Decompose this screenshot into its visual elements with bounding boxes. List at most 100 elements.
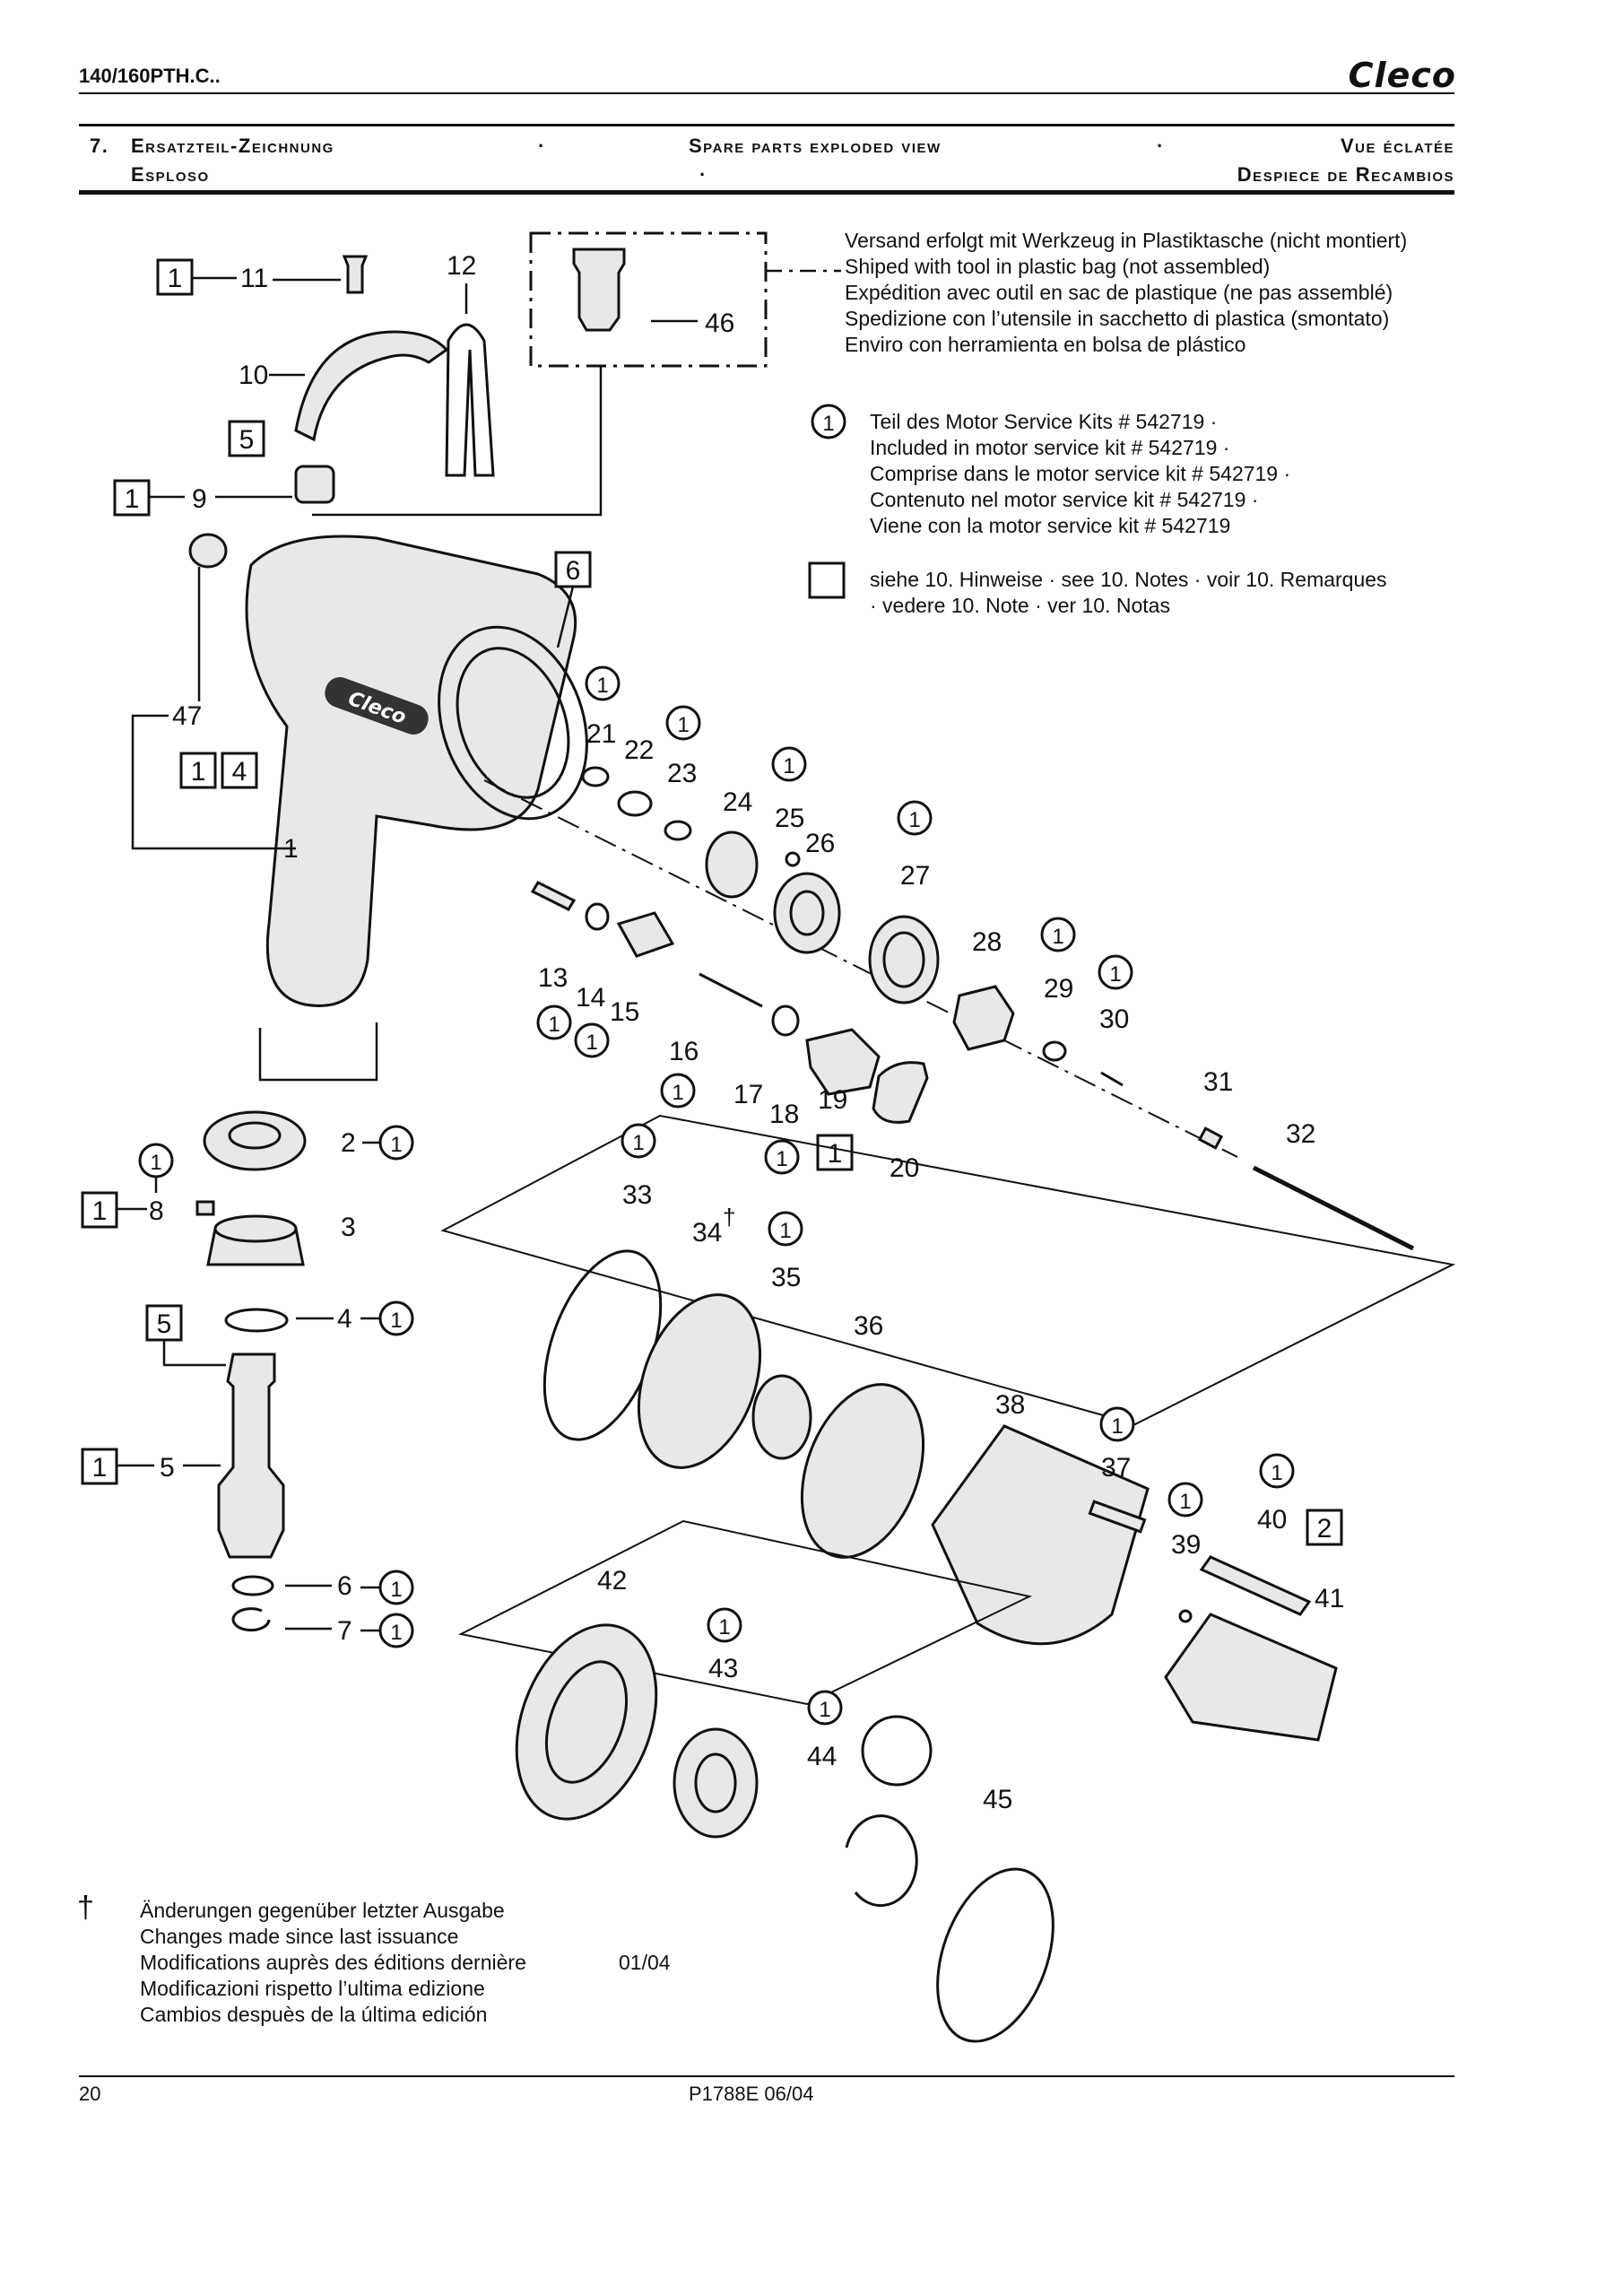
kit-badge: [897, 800, 933, 836]
kit-legend-line: Comprise dans le motor service kit # 542…: [870, 462, 1291, 485]
section-title-fr: Vue éclatée: [1340, 135, 1454, 157]
part-44-retaining-ring: [845, 1814, 918, 1908]
marker-box-1: [179, 752, 217, 789]
shipping-note-line: Shiped with tool in plastic bag (not ass…: [845, 255, 1271, 278]
part-44-detail: [861, 1715, 933, 1787]
label-33: 33: [622, 1180, 652, 1210]
label-15: 15: [610, 997, 639, 1027]
label-26: 26: [805, 829, 835, 858]
label-2: 2: [341, 1128, 356, 1158]
label-1: 1: [283, 834, 299, 864]
kit-legend-line: Viene con la motor service kit # 542719: [870, 514, 1231, 537]
assembly-axis: [483, 779, 1238, 1158]
part-26-inner: [789, 890, 825, 936]
part-20-trigger: [872, 1061, 929, 1124]
part-23-ring: [664, 820, 692, 841]
label-39: 39: [1171, 1530, 1201, 1560]
notes-legend: siehe 10. Hinweise · see 10. Notes · voi…: [870, 567, 1387, 619]
kit-badge-text: 1: [390, 1578, 402, 1602]
shipping-note-line: Versand erfolgt mit Werkzeug in Plastikt…: [845, 229, 1408, 252]
label-9: 9: [192, 484, 207, 514]
part-35-bearing: [751, 1374, 812, 1460]
section-title-de: Ersatzteil-Zeichnung: [131, 135, 334, 157]
label-30: 30: [1099, 1004, 1129, 1034]
kit-badge: [378, 1570, 414, 1605]
label-41: 41: [1315, 1584, 1344, 1613]
cleco-logo: Cleco: [1348, 56, 1456, 95]
notes-legend-line: siehe 10. Hinweise · see 10. Notes · voi…: [870, 568, 1387, 591]
section-top-rule: [79, 124, 1454, 126]
marker-text: 5: [157, 1309, 172, 1339]
part-14-ring: [585, 902, 610, 931]
kit-badge: [1098, 954, 1133, 990]
page-number: 20: [79, 2083, 101, 2105]
part-15-valve-seat: [616, 911, 675, 958]
housing-front-bore: [438, 625, 588, 821]
part-5-spindle: [217, 1352, 285, 1559]
part-1-housing: [245, 535, 577, 1007]
bag-bracket: [312, 366, 603, 517]
part-46-adapter: [572, 248, 626, 332]
label-17: 17: [733, 1080, 763, 1109]
label-27: 27: [900, 861, 930, 891]
footer-rule: [79, 2075, 1454, 2077]
changes-note-line: Changes made since last issuance: [140, 1925, 459, 1948]
part-39-ball: [1178, 1609, 1193, 1623]
part-4-oring: [224, 1308, 289, 1333]
changes-note-line: Änderungen gegenüber letzter Ausgabe: [140, 1899, 505, 1922]
kit-badge: [665, 705, 701, 741]
kit-legend-symbol-text: 1: [822, 412, 834, 436]
label-11: 11: [240, 264, 268, 293]
label-20: 20: [890, 1153, 919, 1183]
section-title-it: Esploso: [131, 163, 210, 186]
marker-box-5: [145, 1304, 183, 1342]
kit-badge-text: 1: [390, 1133, 402, 1157]
kit-badge: [1040, 917, 1076, 952]
part-42-ring-gear: [515, 1623, 658, 1821]
label-13: 13: [538, 963, 568, 993]
part-19-valve-body: [805, 1028, 881, 1096]
part-37-pin: [1088, 1500, 1147, 1534]
label-36: 36: [854, 1311, 883, 1341]
part-34-end-plate: [637, 1293, 762, 1469]
changes-date: 01/04: [619, 1951, 671, 1974]
part-2-ring: [203, 1110, 307, 1171]
kit-badge-text: 1: [632, 1131, 644, 1155]
kit-badge-text: 1: [390, 1309, 402, 1333]
section-sep: ·: [1157, 135, 1165, 157]
part-6-washer: [231, 1575, 274, 1596]
changes-note-line: Modifications auprès des éditions derniè…: [140, 1951, 526, 1974]
kit-badge-text: 1: [718, 1615, 730, 1639]
kit-legend-line: Teil des Motor Service Kits # 542719 ·: [870, 410, 1218, 433]
kit-badge-text: 1: [1271, 1461, 1282, 1485]
label-4: 4: [337, 1304, 352, 1334]
kit-badge-text: 1: [150, 1151, 161, 1175]
changes-note-line: Cambios despuès de la última edición: [140, 2003, 488, 2026]
marker-text: 1: [92, 1453, 108, 1483]
label-37: 37: [1101, 1453, 1131, 1483]
shipping-note-line: Enviro con herramienta en bolsa de plást…: [845, 333, 1246, 356]
part-38-cylinder: [931, 1424, 1150, 1646]
kit-badge: [771, 746, 807, 782]
part-22-ring: [617, 790, 653, 817]
document-number: P1788E 06/04: [689, 2083, 814, 2105]
kit-badge: [768, 1211, 803, 1247]
label-3: 3: [341, 1213, 356, 1242]
label-31: 31: [1203, 1067, 1233, 1097]
marker-text: 1: [191, 757, 206, 787]
kit-badge: [574, 1022, 610, 1058]
part-25-ball: [785, 851, 801, 867]
kit-badge: [621, 1123, 656, 1159]
plastic-bag-box: [529, 231, 768, 368]
marker-box-1: [156, 258, 194, 296]
kit-badge: [707, 1607, 742, 1643]
part-9-bushing: [294, 465, 335, 504]
kit-badge: [660, 1073, 696, 1109]
label-34: 34: [692, 1218, 722, 1248]
part-32-pin: [1252, 1165, 1415, 1251]
part-13-spring: [530, 881, 577, 911]
label-8: 8: [149, 1196, 164, 1226]
housing-inner-bore: [456, 647, 570, 799]
label-43: 43: [708, 1654, 738, 1683]
